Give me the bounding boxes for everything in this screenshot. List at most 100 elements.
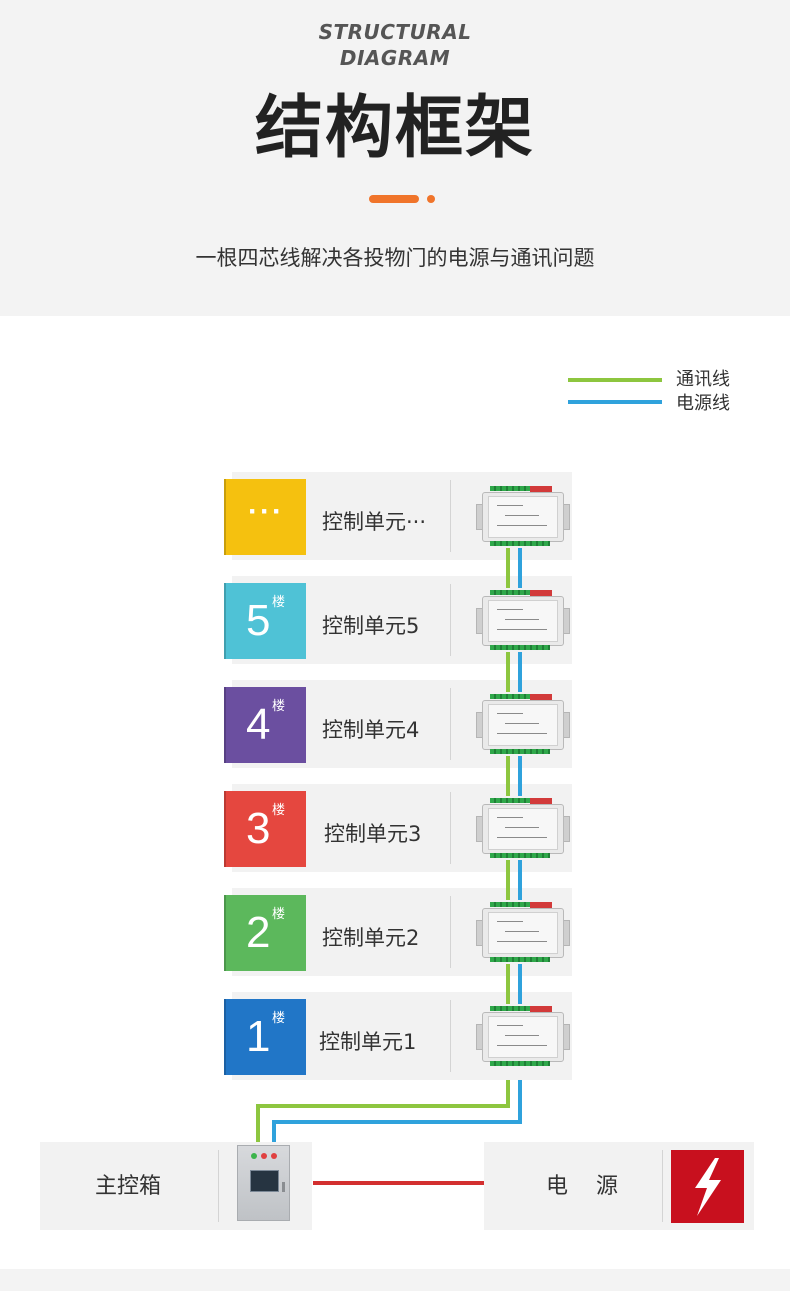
face-line [497, 525, 547, 526]
module-indicator [530, 590, 552, 596]
controller-module-icon [476, 900, 570, 964]
face-line [497, 1025, 523, 1026]
terminal-strip-top [490, 1006, 550, 1011]
module-face [488, 1016, 558, 1058]
page-title: 结构框架 [254, 89, 535, 168]
controller-module-icon [476, 484, 570, 548]
face-line [497, 505, 523, 506]
terminal-strip-bottom [490, 957, 550, 962]
module-indicator [530, 798, 552, 804]
face-line [505, 723, 539, 724]
control-unit-label: 控制单元··· [322, 510, 427, 534]
control-unit-label: 控制单元3 [324, 822, 422, 846]
module-indicator [530, 486, 552, 492]
floor-number: 1 [246, 1012, 271, 1061]
floor-suffix: 楼 [272, 1011, 286, 1026]
power-bus-wire [272, 1080, 522, 1146]
legend-label-communication: 通讯线 [676, 369, 730, 390]
face-line [505, 515, 539, 516]
row-divider [450, 688, 451, 760]
legend-label-power: 电源线 [676, 393, 730, 414]
control-unit-label: 控制单元2 [322, 926, 420, 950]
controller-module-icon [476, 1004, 570, 1068]
face-line [497, 1045, 547, 1046]
face-line [497, 713, 523, 714]
cabinet-red-light-2 [271, 1153, 277, 1159]
terminal-strip-bottom [490, 1061, 550, 1066]
control-unit-label: 控制单元1 [319, 1030, 417, 1054]
floor-suffix: 楼 [272, 907, 286, 922]
controller-module-icon [476, 588, 570, 652]
terminal-strip-bottom [490, 853, 550, 858]
header-band [0, 0, 790, 316]
module-face [488, 912, 558, 954]
controller-module-icon [476, 796, 570, 860]
page-description: 一根四芯线解决各投物门的电源与通讯问题 [195, 246, 595, 270]
communication-bus-wire [256, 1080, 510, 1146]
module-face [488, 704, 558, 746]
cabinet-handle [282, 1182, 285, 1192]
legend-swatch-communication [568, 378, 662, 382]
floor-suffix: 楼 [272, 699, 286, 714]
module-indicator [530, 694, 552, 700]
control-unit-label: 控制单元4 [322, 718, 420, 742]
cabinet-green-light [251, 1153, 257, 1159]
footer-band [0, 1269, 790, 1291]
face-line [497, 837, 547, 838]
module-face [488, 808, 558, 850]
face-line [497, 733, 547, 734]
main-control-box-label: 主控箱 [95, 1174, 162, 1199]
control-unit-label: 控制单元5 [322, 614, 420, 638]
terminal-strip-top [490, 486, 550, 491]
face-line [505, 1035, 539, 1036]
face-line [497, 817, 523, 818]
module-indicator [530, 1006, 552, 1012]
face-line [505, 827, 539, 828]
accent-bar [369, 195, 419, 203]
floor-number: 2 [246, 908, 271, 957]
controller-module-icon [476, 692, 570, 756]
module-face [488, 600, 558, 642]
legend-swatch-power [568, 400, 662, 404]
main-box-divider [218, 1150, 219, 1222]
row-divider [450, 1000, 451, 1072]
terminal-strip-top [490, 798, 550, 803]
module-indicator [530, 902, 552, 908]
floor-number: 3 [246, 804, 271, 853]
floor-suffix: 楼 [272, 595, 286, 610]
subtitle-line-2: DIAGRAM [339, 46, 451, 70]
face-line [497, 609, 523, 610]
floor-badge: ··· [224, 479, 306, 555]
power-source-label: 电 源 [546, 1174, 618, 1199]
face-line [505, 931, 539, 932]
row-divider [450, 480, 451, 552]
terminal-strip-bottom [490, 541, 550, 546]
face-line [497, 921, 523, 922]
face-line [497, 629, 547, 630]
terminal-strip-top [490, 902, 550, 907]
row-divider [450, 792, 451, 864]
lightning-bolt-icon [671, 1150, 744, 1223]
power-divider [662, 1150, 663, 1222]
terminal-strip-bottom [490, 645, 550, 650]
cabinet-red-light [261, 1153, 267, 1159]
subtitle-line-1: STRUCTURAL [318, 20, 472, 44]
terminal-strip-top [490, 694, 550, 699]
terminal-strip-bottom [490, 749, 550, 754]
terminal-strip-top [490, 590, 550, 595]
module-face [488, 496, 558, 538]
accent-dot [427, 195, 435, 203]
floor-number: 4 [246, 700, 271, 749]
face-line [497, 941, 547, 942]
row-divider [450, 896, 451, 968]
control-cabinet-icon [237, 1145, 290, 1221]
cabinet-screen [250, 1170, 279, 1192]
floor-suffix: 楼 [272, 803, 286, 818]
ellipsis-icon: ··· [248, 495, 284, 528]
row-divider [450, 584, 451, 656]
